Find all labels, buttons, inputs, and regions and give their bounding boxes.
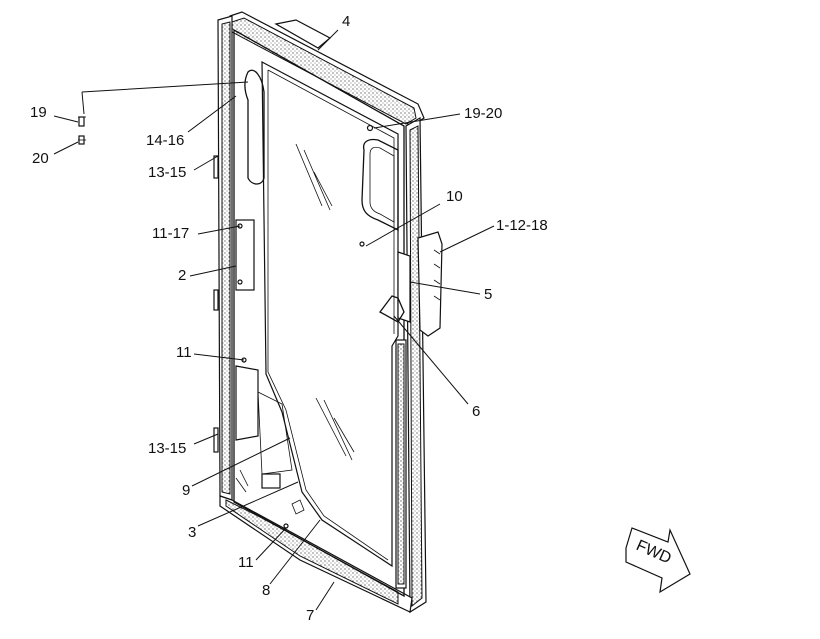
callout-2: 2 [178, 267, 186, 284]
callout-13-15-bottom: 13-15 [148, 440, 186, 457]
callout-11-17: 11-17 [152, 225, 189, 242]
window-glass [261, 60, 399, 568]
callout-13-15-top: 13-15 [148, 164, 186, 181]
callout-labels: 4 19-20 19 20 14-16 13-15 10 1-12-18 11-… [30, 13, 548, 624]
forward-direction-arrow: FWD [625, 527, 691, 594]
callout-14-16: 14-16 [146, 132, 184, 149]
callout-19-20: 19-20 [464, 105, 502, 122]
door-inner-panel [213, 28, 405, 598]
callout-5: 5 [484, 286, 492, 303]
inner-grab-handle [361, 138, 399, 232]
callout-3: 3 [188, 524, 196, 541]
callout-11-bottom: 11 [238, 554, 254, 571]
callout-20: 20 [32, 150, 49, 167]
door-frame [217, 11, 427, 614]
callout-6: 6 [472, 403, 480, 420]
callout-9: 9 [182, 482, 190, 499]
callout-4: 4 [342, 13, 350, 30]
callout-10: 10 [446, 188, 463, 205]
callout-8: 8 [262, 582, 270, 599]
callout-11-mid: 11 [176, 344, 192, 361]
callout-1-12-18: 1-12-18 [496, 217, 548, 234]
leader-lines [53, 29, 495, 611]
callout-19: 19 [30, 104, 47, 121]
door-latch-assembly [379, 231, 443, 589]
callout-7: 7 [306, 607, 314, 624]
